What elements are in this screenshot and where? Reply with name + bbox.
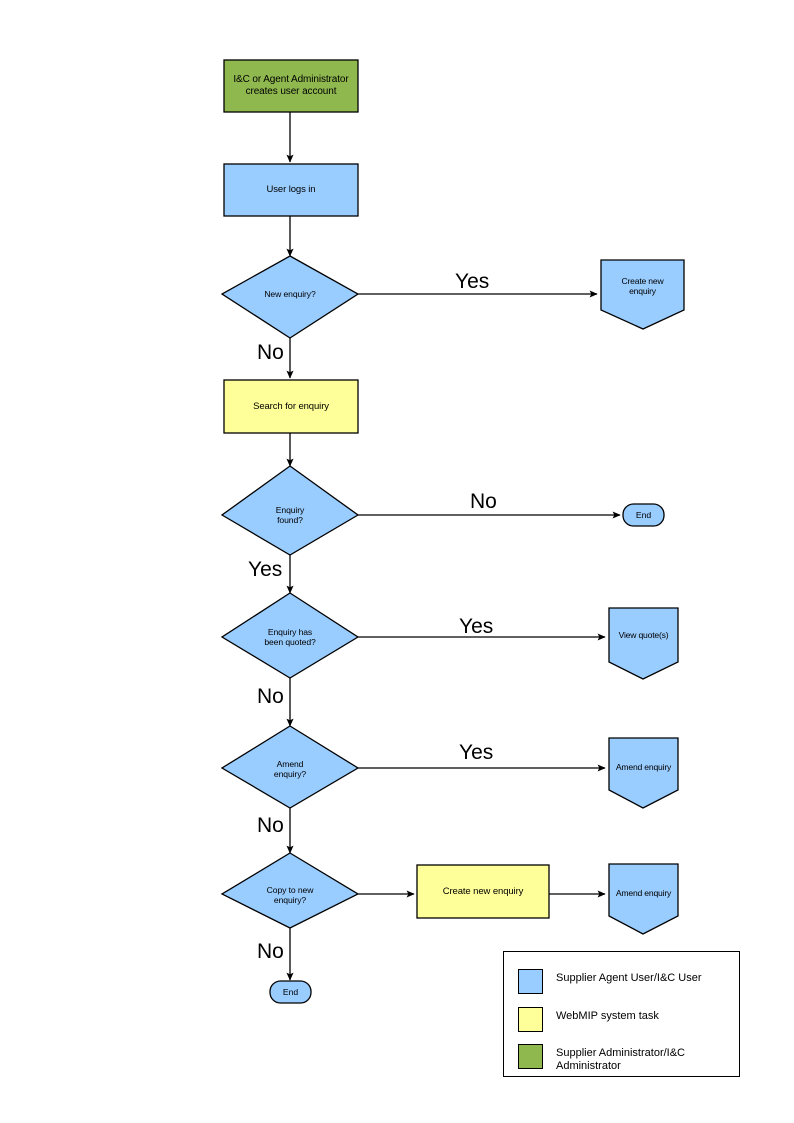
- legend-label-user: Supplier Agent User/I&C User: [556, 972, 702, 984]
- legend-item-user: Supplier Agent User/I&C User: [518, 969, 702, 994]
- node-copy-to-new-enquiry-decision: [220, 852, 360, 929]
- node-enquiry-found-decision: [220, 465, 360, 556]
- legend-swatch-user-icon: [518, 969, 543, 994]
- legend-label-system: WebMIP system task: [556, 1010, 659, 1022]
- legend-item-system: WebMIP system task: [518, 1007, 659, 1032]
- legend-label-admin: Supplier Administrator/I&C Administrator: [556, 1047, 685, 1073]
- node-create-new-enquiry-doc: [600, 259, 685, 330]
- legend-item-admin: Supplier Administrator/I&C Administrator: [518, 1044, 685, 1074]
- node-enquiry-quoted-decision: [220, 592, 360, 679]
- node-user-logs-in: [223, 163, 359, 217]
- legend-swatch-admin-icon: [518, 1044, 543, 1069]
- node-search-for-enquiry: [223, 379, 359, 434]
- node-end-not-found: [622, 503, 665, 527]
- legend-swatch-system-icon: [518, 1007, 543, 1032]
- node-view-quotes-doc: [608, 607, 679, 680]
- node-amend-enquiry-decision: [220, 725, 360, 809]
- legend: Supplier Agent User/I&C User WebMIP syst…: [503, 951, 740, 1077]
- node-create-new-enquiry-task: [416, 864, 550, 919]
- node-admin-creates-account: [223, 59, 359, 113]
- node-end-final: [269, 980, 312, 1004]
- node-amend-enquiry-doc-2: [608, 863, 679, 935]
- node-new-enquiry-decision: [220, 255, 360, 339]
- node-amend-enquiry-doc-1: [608, 737, 679, 809]
